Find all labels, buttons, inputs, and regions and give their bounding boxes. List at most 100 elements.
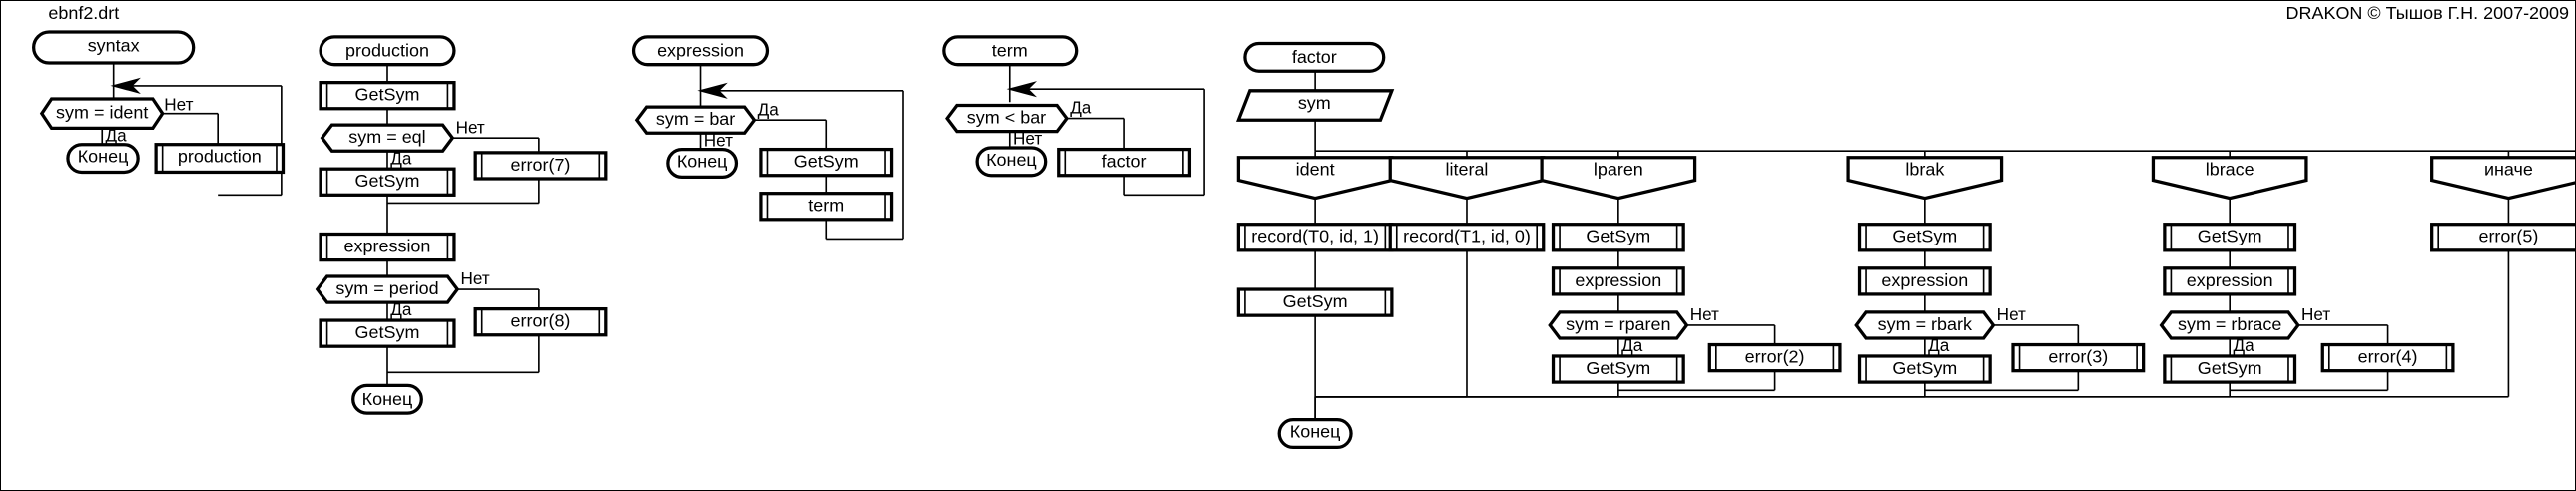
factor-lbrace-getsym-2-text: GetSym — [2197, 359, 2262, 379]
factor-record-t0-text: record(T0, id, 1) — [1251, 227, 1380, 247]
factor-lbrak-getsym-1[interactable] — [1857, 223, 1992, 252]
factor-case-lbrak-label: lbrak — [1905, 161, 1945, 181]
factor-error-2-text: error(2) — [1744, 347, 1805, 368]
factor-lbrak-expression-text: expression — [1881, 271, 1969, 291]
factor-error-5-text: error(5) — [2478, 227, 2539, 247]
factor-ident-getsym-text: GetSym — [1282, 292, 1348, 312]
factor-lparen-yes-label: Да — [1621, 336, 1643, 356]
factor-case-ident[interactable] — [1236, 156, 1394, 201]
factor-switch-sym-parallelogram[interactable] — [1235, 89, 1395, 122]
factor-case-else[interactable] — [2430, 156, 2576, 201]
factor-lbrak-no-label: Нет — [1996, 305, 2026, 325]
factor-lbrak-decision-text: sym = rbark — [1877, 315, 1972, 335]
factor-switch-sym-text: sym — [1297, 94, 1331, 114]
factor-error-3-text: error(3) — [2048, 347, 2109, 368]
term-no-label: Нет — [1013, 130, 1043, 150]
factor-case-lbrak[interactable] — [1846, 156, 2004, 201]
factor-end-text: Конец — [1289, 422, 1341, 443]
factor-lbrak-call-expression[interactable] — [1857, 266, 1992, 296]
factor-case-else-label: иначе — [2483, 161, 2533, 181]
production-eql-no-label: Нет — [455, 118, 485, 139]
expression-getsym-text: GetSym — [793, 152, 859, 173]
production-decision-eql-text: sym = eql — [348, 128, 426, 148]
term-factor-text: factor — [1101, 152, 1147, 173]
production-period-no-label: Нет — [460, 269, 490, 290]
factor-error-2[interactable] — [1707, 342, 1842, 373]
production-period-yes-label: Да — [390, 300, 412, 321]
factor-case-ident-label: ident — [1295, 161, 1335, 181]
production-error-8[interactable] — [473, 306, 608, 337]
term-yes-label: Да — [1070, 98, 1092, 119]
factor-lparen-expression-text: expression — [1575, 271, 1662, 291]
factor-lparen-call-expression[interactable] — [1551, 266, 1685, 296]
production-title-text: production — [345, 41, 429, 62]
factor-lparen-getsym-1-text: GetSym — [1586, 227, 1651, 247]
factor-error-3[interactable] — [2011, 342, 2146, 373]
syntax-title-text: syntax — [87, 36, 140, 57]
factor-record-t1-text: record(T1, id, 0) — [1403, 227, 1531, 247]
expression-yes-label: Да — [757, 100, 779, 121]
production-getsym-3-text: GetSym — [354, 323, 420, 343]
diagram-term — [942, 35, 1205, 197]
factor-record-t1[interactable] — [1388, 223, 1546, 252]
factor-lbrak-yes-label: Да — [1928, 336, 1950, 356]
factor-lbrace-getsym-1-text: GetSym — [2197, 227, 2262, 247]
diagram-syntax — [32, 30, 286, 197]
factor-lbrak-getsym-1-text: GetSym — [1892, 227, 1958, 247]
term-title-text: term — [991, 41, 1028, 62]
factor-lparen-getsym-2-text: GetSym — [1586, 359, 1651, 379]
factor-case-lbrace-label: lbrace — [2205, 161, 2254, 181]
syntax-yes-label: Да — [105, 126, 127, 147]
term-end-terminator[interactable] — [975, 146, 1048, 178]
factor-case-lbrace[interactable] — [2151, 156, 2308, 201]
file-name-label: ebnf2.drt — [48, 4, 120, 24]
factor-lparen-getsym-1[interactable] — [1551, 223, 1685, 252]
factor-case-lparen[interactable] — [1540, 156, 1697, 201]
production-decision-period-text: sym = period — [335, 279, 439, 299]
expression-term-text: term — [808, 196, 845, 217]
production-getsym-3[interactable] — [319, 318, 456, 348]
factor-lbrace-getsym-1[interactable] — [2163, 223, 2297, 252]
factor-lbrak-getsym-2[interactable] — [1857, 354, 1992, 384]
factor-error-4-text: error(4) — [2357, 347, 2418, 368]
factor-lbrace-expression-text: expression — [2186, 271, 2273, 291]
production-getsym-2-text: GetSym — [354, 172, 420, 193]
factor-lparen-getsym-2[interactable] — [1551, 354, 1685, 384]
production-error-7[interactable] — [473, 151, 608, 181]
factor-lparen-decision-text: sym = rparen — [1566, 315, 1671, 335]
expression-end-text: Конец — [676, 152, 728, 173]
syntax-no-label: Нет — [164, 95, 194, 116]
production-end-terminator[interactable] — [351, 383, 423, 415]
factor-lbrace-no-label: Нет — [2301, 305, 2331, 325]
factor-lparen-no-label: Нет — [1689, 305, 1719, 325]
syntax-production-text: production — [177, 147, 262, 168]
factor-case-literal[interactable] — [1388, 156, 1546, 201]
production-getsym-1[interactable] — [319, 81, 456, 111]
factor-case-literal-label: literal — [1445, 161, 1489, 181]
factor-title-text: factor — [1291, 48, 1337, 68]
production-expression-text: expression — [343, 237, 431, 257]
term-decision-text: sym < bar — [966, 108, 1047, 129]
syntax-end-terminator[interactable] — [66, 143, 140, 175]
factor-lbrak-getsym-2-text: GetSym — [1892, 359, 1958, 379]
syntax-end-text: Конец — [77, 147, 129, 168]
production-getsym-1-text: GetSym — [354, 85, 420, 106]
diagram-factor — [1235, 41, 2576, 450]
term-end-text: Конец — [986, 151, 1037, 171]
diagram-expression — [631, 35, 904, 241]
factor-lbrace-yes-label: Да — [2233, 336, 2254, 356]
syntax-decision-text: sym = ident — [56, 103, 149, 124]
production-end-text: Конец — [361, 390, 413, 410]
factor-lbrace-call-expression[interactable] — [2163, 266, 2297, 296]
factor-case-lparen-label: lparen — [1593, 161, 1643, 181]
expression-call-term[interactable] — [759, 192, 894, 222]
syntax-call-production[interactable] — [154, 143, 286, 175]
factor-lbrace-decision-text: sym = rbrace — [2178, 315, 2282, 335]
production-error-7-text: error(7) — [510, 156, 571, 176]
expression-no-label: Нет — [703, 131, 733, 152]
expression-decision-text: sym = bar — [655, 110, 736, 130]
expression-title-text: expression — [657, 41, 744, 62]
expression-end-terminator[interactable] — [666, 147, 739, 179]
